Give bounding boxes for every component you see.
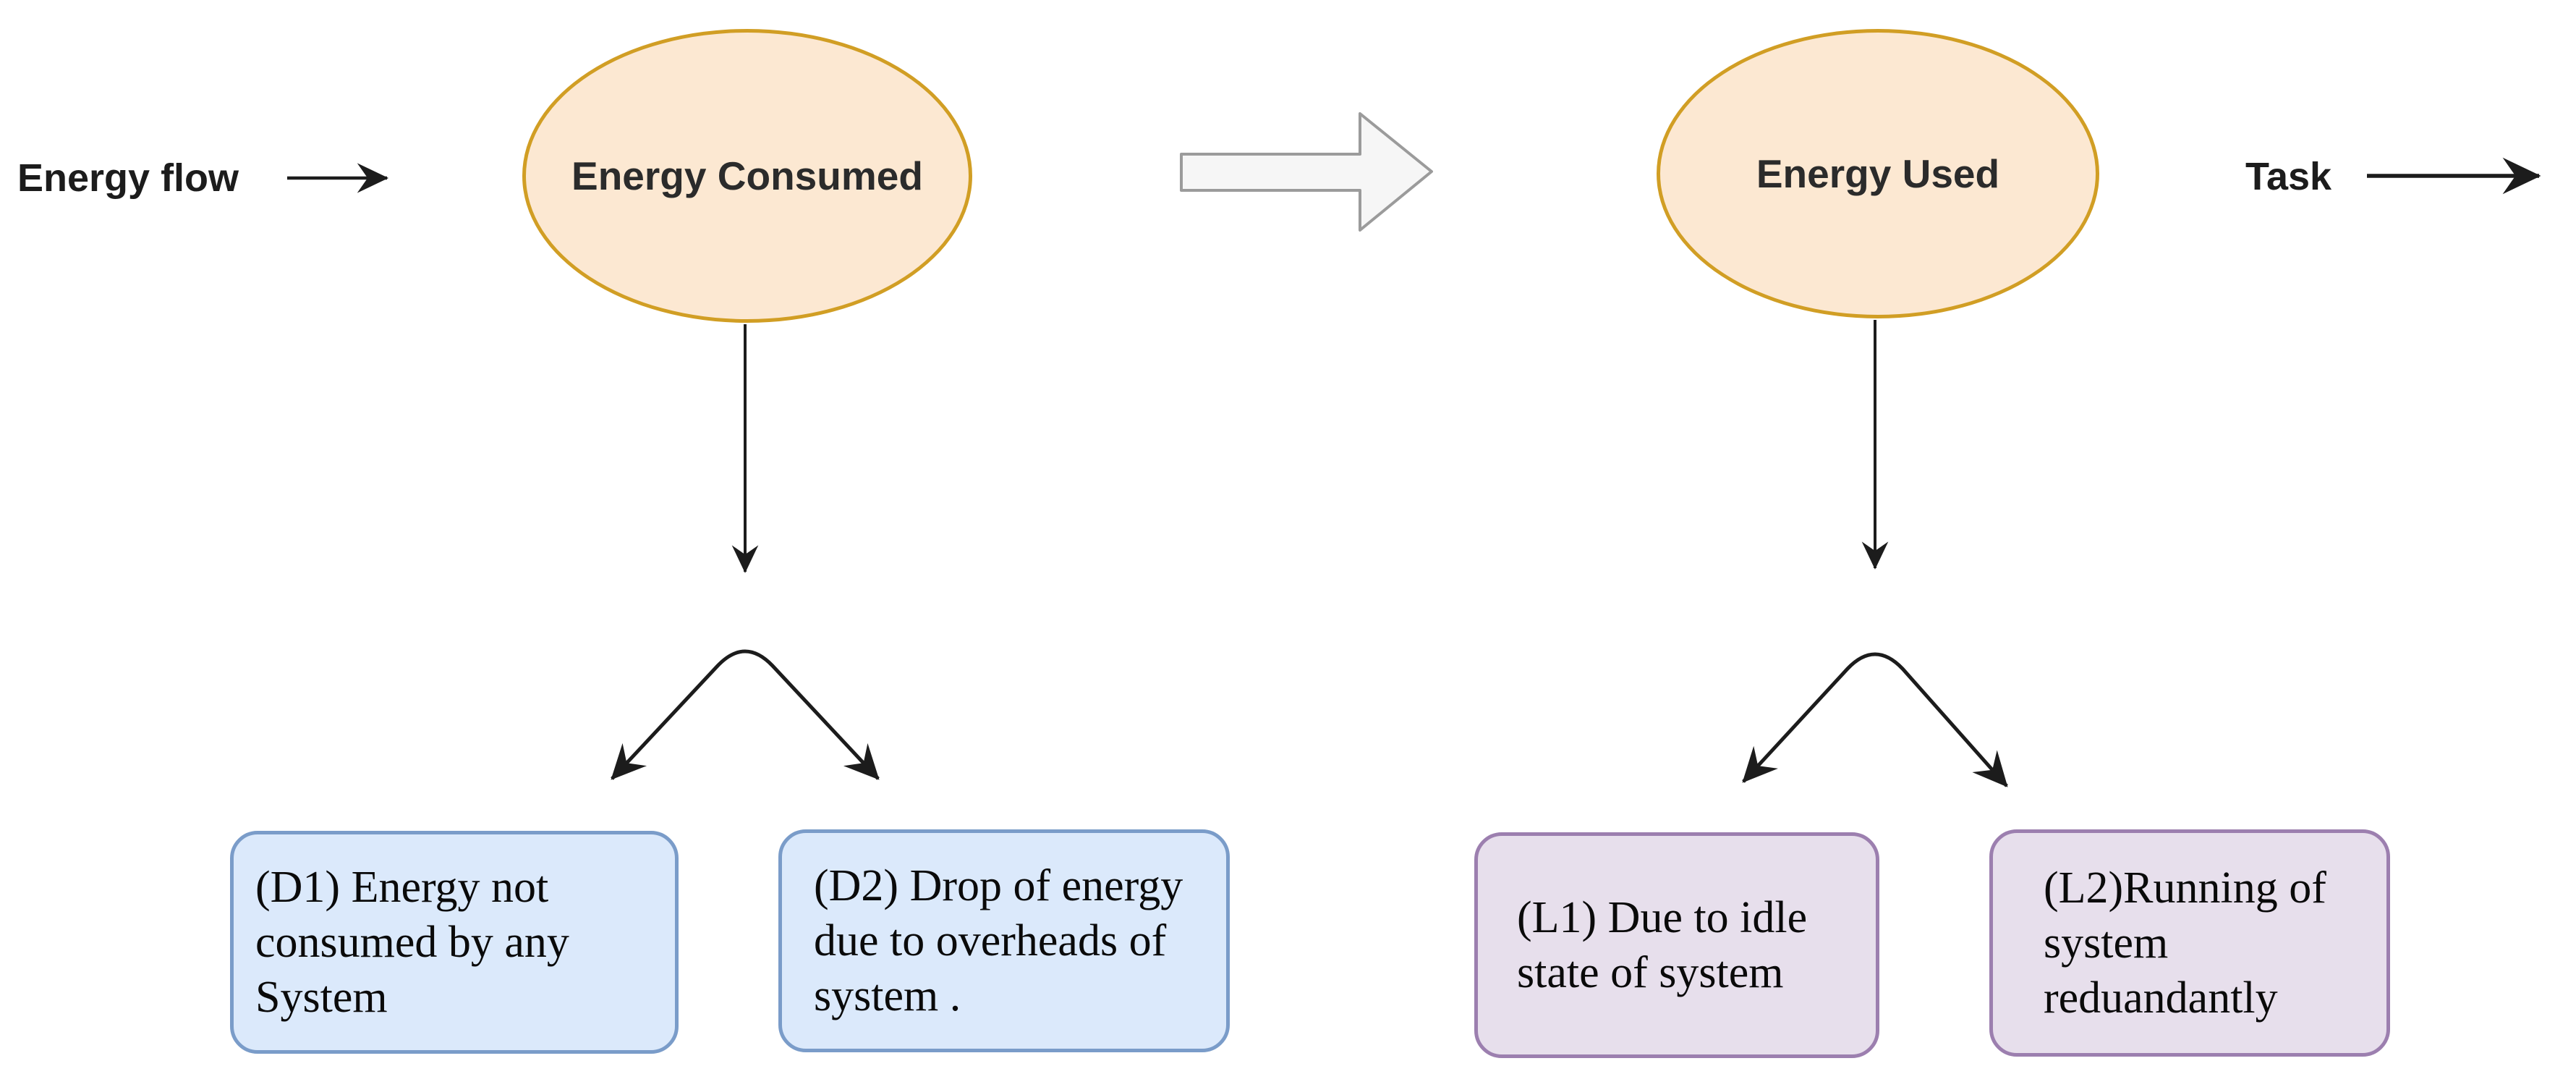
leaf-box-d1: (D1) Energy not consumed by any System [230, 831, 679, 1054]
energy-flow-label: Energy flow [17, 156, 239, 200]
leaf-box-l1: (L1) Due to idle state of system [1474, 832, 1879, 1058]
leaf-box-l1-text: (L1) Due to idle state of system [1517, 893, 1808, 997]
energy-consumed-node-label: Energy Consumed [571, 153, 923, 198]
block-arrow-icon [1180, 112, 1433, 232]
leaf-box-l2-text: (L2)Running of system reduandantly [2044, 863, 2326, 1023]
energy-consumed-branch-arrows [611, 649, 880, 780]
leaf-box-d2: (D2) Drop of energy due to overheads of … [778, 829, 1230, 1052]
energy-used-branch-arrows [1742, 652, 2008, 787]
energy-used-node: Energy Used [1657, 29, 2099, 318]
energy-used-node-label: Energy Used [1756, 151, 2000, 196]
task-label: Task [2245, 155, 2332, 198]
energy-consumed-node: Energy Consumed [522, 29, 972, 323]
leaf-box-d2-text: (D2) Drop of energy due to overheads of … [814, 861, 1183, 1020]
leaf-box-d1-text: (D1) Energy not consumed by any System [255, 863, 569, 1022]
leaf-box-l2: (L2)Running of system reduandantly [1989, 829, 2390, 1057]
